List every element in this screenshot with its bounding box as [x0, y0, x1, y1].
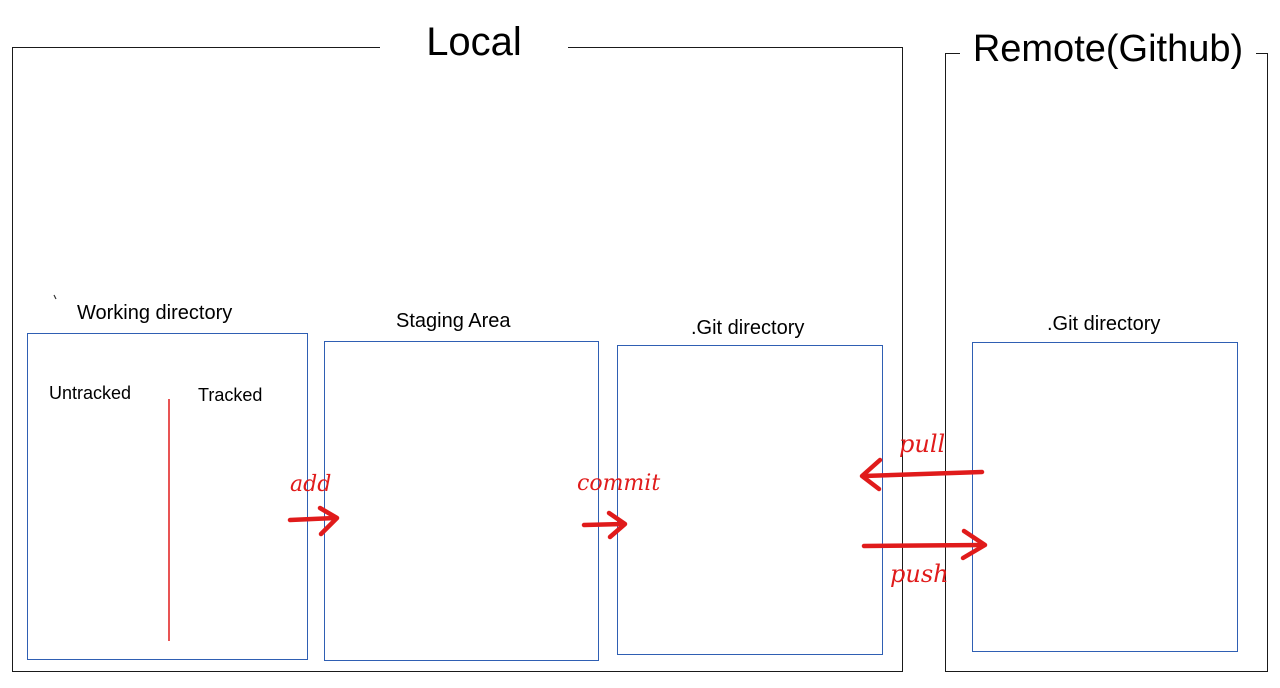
staging-area-box	[324, 341, 599, 661]
remote-git-directory-box	[972, 342, 1238, 652]
local-git-directory-label: .Git directory	[691, 317, 805, 339]
tracked-label: Tracked	[198, 385, 263, 405]
working-directory-box	[27, 333, 308, 660]
local-git-directory-box	[617, 345, 883, 655]
untracked-label: Untracked	[49, 383, 132, 403]
working-directory-label: Working directory	[77, 302, 233, 324]
pull-label: pull	[899, 430, 945, 458]
remote-git-directory-label: .Git directory	[1047, 313, 1161, 335]
local-title: Local	[380, 22, 568, 62]
staging-area-label: Staging Area	[396, 310, 511, 332]
remote-title: Remote(Github)	[960, 30, 1256, 68]
